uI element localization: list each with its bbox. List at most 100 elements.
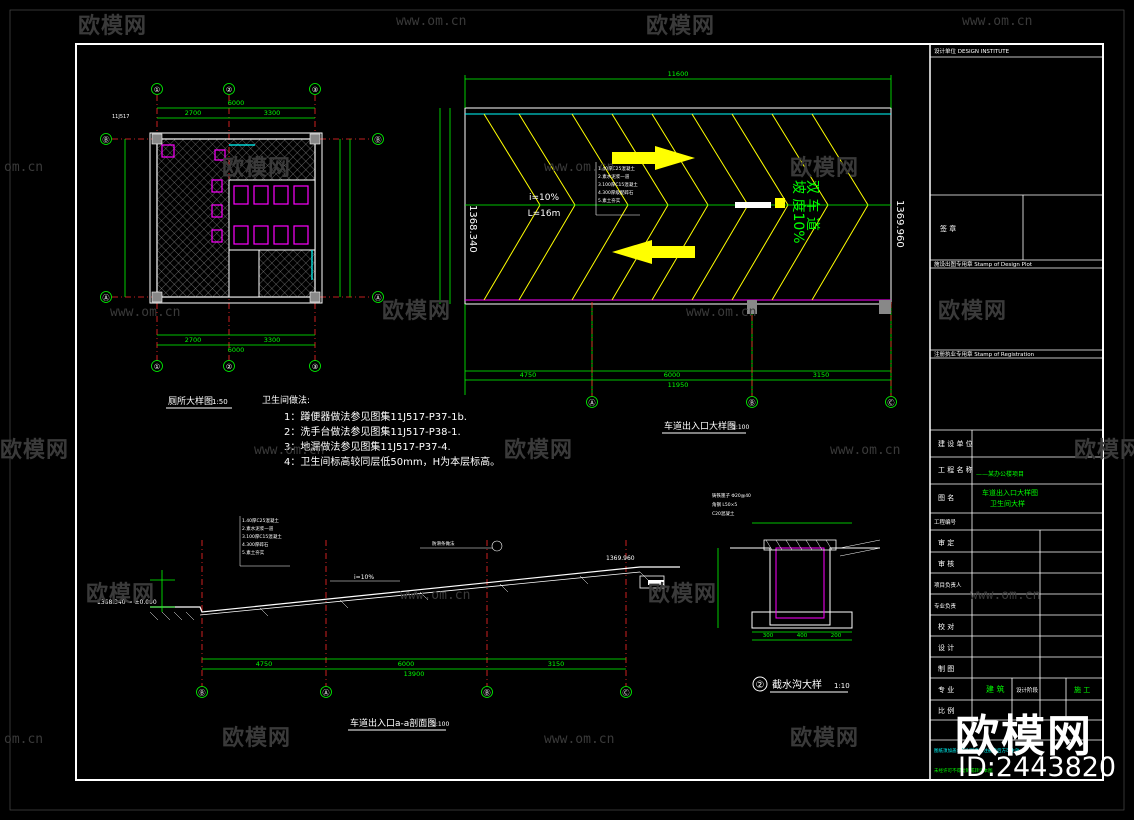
watermark-url: om.cn — [4, 160, 44, 175]
dim-top-1: 2700 — [185, 109, 202, 117]
watermark-brand: 欧模网 — [0, 438, 70, 463]
section-dim-3: 3150 — [548, 660, 565, 668]
section-scale: 1:100 — [432, 721, 449, 728]
tb-note-2: 未经许可不得复制或转让本图 — [934, 767, 993, 774]
section-slope: i=10% — [354, 574, 374, 581]
title-block: 设计单位 DESIGN INSTITUTE 签 章 施设出图专用章 Stamp … — [930, 47, 1103, 774]
watermark-brand: 欧模网 — [222, 156, 292, 181]
section-axis-1: Ⓑ — [199, 689, 206, 697]
ramp-axis-c: Ⓒ — [888, 399, 895, 407]
toilet-note-2: 2：洗手台做法参见图集11J517-P38-1. — [284, 425, 461, 438]
axis-a-left: Ⓐ — [103, 294, 110, 302]
tb-drawn: 制 图 — [938, 664, 954, 673]
ramp-dim-b3: 3150 — [813, 371, 830, 379]
ramp-axis-a: Ⓐ — [589, 399, 596, 407]
id-badge-brand: 欧模网 — [955, 711, 1093, 762]
watermark-url: www.om.cn — [544, 160, 615, 175]
drain-scale: 1:10 — [834, 682, 850, 690]
tb-project-label: 工 程 名 称 — [938, 465, 973, 474]
ramp-plan: 1.40厚C25混凝土 2.素水泥浆一道 3.100厚C15混凝土 4.300厚… — [439, 70, 905, 434]
watermark-brand: 欧模网 — [222, 726, 292, 751]
toilet-plan-scale: 1:50 — [212, 398, 228, 406]
drain-dim-3: 200 — [831, 633, 842, 639]
svg-text:3.100厚C15混凝土: 3.100厚C15混凝土 — [242, 533, 282, 540]
ramp-axis-b: Ⓑ — [749, 399, 756, 407]
tb-design-institute: 设计单位 DESIGN INSTITUTE — [934, 47, 1010, 55]
tb-verified: 审 核 — [938, 559, 954, 568]
svg-text:防滑条做法: 防滑条做法 — [432, 540, 455, 547]
axis-a-right: Ⓐ — [375, 294, 382, 302]
axis-b-right: Ⓑ — [375, 136, 382, 144]
svg-text:1.40厚C25混凝土: 1.40厚C25混凝土 — [598, 165, 635, 172]
tb-project-name: ——某办公楼项目 — [976, 470, 1024, 478]
tb-stamp-design: 施设出图专用章 Stamp of Design Plot — [934, 260, 1033, 268]
dim-top-total: 6000 — [228, 99, 245, 107]
axis-3-top: ③ — [312, 86, 318, 94]
ramp-dim-total: 11950 — [668, 381, 689, 389]
tb-professional-leader: 专业负责 — [934, 602, 957, 610]
svg-text:5.素土夯实: 5.素土夯实 — [242, 549, 265, 556]
watermark-brand: 欧模网 — [646, 14, 716, 39]
tb-drawing-name-1: 车道出入口大样图 — [982, 488, 1038, 497]
watermark-brand: 欧模网 — [648, 582, 718, 607]
tb-project-leader: 项目负责人 — [934, 581, 962, 589]
ramp-slope: i=10% — [529, 193, 559, 203]
center-mark — [735, 202, 771, 208]
tb-scale-label: 比 例 — [938, 706, 954, 715]
watermark-brand: 欧模网 — [1074, 438, 1134, 463]
ramp-right-elev: 1369.960 — [894, 200, 905, 248]
ramp-slope-sign: 坡 度10% — [790, 180, 806, 244]
tb-designer: 设 计 — [938, 643, 954, 652]
axis-b-left: Ⓑ — [103, 136, 110, 144]
watermark-url: www.om.cn — [830, 443, 901, 458]
section-dim-1: 4750 — [256, 660, 273, 668]
ramp-dim-b1: 4750 — [520, 371, 537, 379]
svg-text:1.40厚C25混凝土: 1.40厚C25混凝土 — [242, 517, 279, 524]
earth-hatch — [149, 571, 649, 621]
drain-dim-2: 400 — [797, 633, 808, 639]
svg-text:C20混凝土: C20混凝土 — [712, 510, 735, 517]
section-title: 车道出入口a-a剖面图 — [350, 717, 436, 729]
toilet-note-4: 4：卫生间标高较同层低50mm，H为本层标高。 — [284, 455, 500, 468]
tb-discipline: 建 筑 — [986, 684, 1005, 694]
axis-2-bottom: ② — [226, 363, 232, 371]
section-right-elev: 1369.960 — [606, 555, 635, 562]
watermark-url: www.om.cn — [970, 588, 1041, 603]
tb-stage: 施 工 — [1074, 685, 1090, 694]
watermark-url: www.om.cn — [400, 588, 471, 603]
axis-3-bottom: ③ — [312, 363, 318, 371]
toilet-fixtures — [161, 144, 309, 245]
toilet-plan: 2700 3300 6000 2700 3300 6000 ① ② ③ ① ② … — [100, 83, 500, 468]
dim-bottom-1: 2700 — [185, 336, 202, 344]
section-left-elev: 1368.340 = ±0.000 — [97, 599, 157, 606]
watermark-url: www.om.cn — [396, 14, 467, 29]
toilet-note-3: 3：地漏做法参见图集11J517-P37-4. — [284, 440, 451, 453]
tb-stamp-registration: 注册执业专用章 Stamp of Registration — [934, 350, 1035, 358]
tb-drawing-name-2: 卫生间大样 — [990, 499, 1025, 508]
drain-title: 截水沟大样 — [772, 678, 822, 691]
ramp-section: 1.40厚C25混凝土 2.素水泥浆一道 3.100厚C15混凝土 4.300厚… — [97, 516, 680, 731]
watermark-url: www.om.cn — [962, 14, 1033, 29]
toilet-plan-title: 厕所大样图 — [168, 395, 213, 407]
drain-dim-1: 300 — [763, 633, 774, 639]
svg-text:铸铁篦子 Φ20@40: 铸铁篦子 Φ20@40 — [712, 492, 751, 499]
dim-bottom-total: 6000 — [228, 346, 245, 354]
watermark-brand: 欧模网 — [504, 438, 574, 463]
svg-text:2.素水泥浆一道: 2.素水泥浆一道 — [598, 173, 630, 180]
ramp-left-elev: 1368.340 — [467, 205, 478, 253]
watermark-brand: 欧模网 — [938, 299, 1008, 324]
axis-2-top: ② — [226, 86, 232, 94]
ramp-lane-sign: 双 车 道 — [804, 180, 821, 231]
ramp-plan-scale: 1:100 — [732, 424, 749, 431]
ramp-dim-b2: 6000 — [664, 371, 681, 379]
drain-number: ② — [756, 680, 765, 691]
dim-top-2: 3300 — [264, 109, 281, 117]
ramp-length: L=16m — [528, 209, 561, 219]
toilet-notes-title: 卫生间做法: — [262, 394, 310, 406]
watermark-brand: 欧模网 — [382, 299, 452, 324]
watermark-brand: 欧模网 — [86, 582, 156, 607]
section-axis-3: Ⓑ — [484, 689, 491, 697]
tb-checked: 校 对 — [938, 622, 954, 631]
section-dim-2: 6000 — [398, 660, 415, 668]
